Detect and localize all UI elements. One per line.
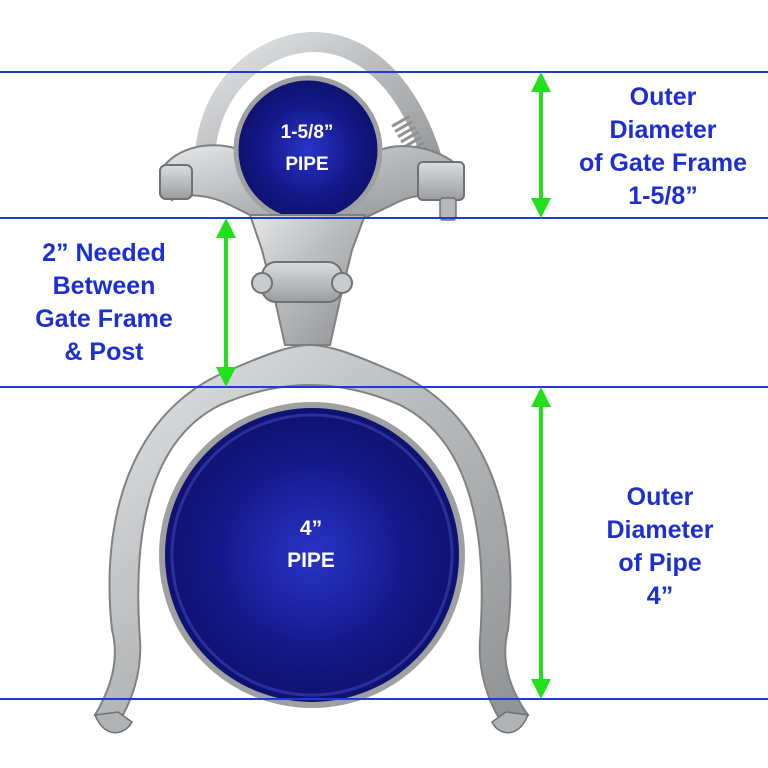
small-pipe-label: 1-5/8” PIPE bbox=[246, 117, 368, 181]
pipe-label-line: Outer bbox=[626, 483, 694, 511]
gate-label-line: Diameter bbox=[609, 116, 717, 144]
gap-dimension-arrow bbox=[216, 218, 236, 387]
gate-label-line: 1-5/8” bbox=[628, 182, 698, 210]
bolt-tip bbox=[439, 197, 457, 221]
clamp-left-flare bbox=[93, 711, 133, 734]
gap-label-line: & Post bbox=[64, 338, 144, 366]
large-pipe-rim bbox=[170, 413, 454, 697]
large-pipe bbox=[159, 402, 465, 708]
gate-label-line: Outer bbox=[629, 83, 697, 111]
u-bolt bbox=[194, 31, 450, 200]
gate-frame-dimension-arrow bbox=[531, 72, 551, 218]
small-pipe-word: PIPE bbox=[285, 154, 329, 175]
hinge-rivet-right bbox=[331, 272, 353, 294]
hinge-rivet-left bbox=[251, 272, 273, 294]
pipe-diameter-label: Outer Diameter of Pipe 4” bbox=[565, 481, 755, 613]
small-pipe-size: 1-5/8” bbox=[280, 122, 334, 143]
large-pipe-size: 4” bbox=[299, 517, 323, 540]
gap-needed-label: 2” Needed Between Gate Frame & Post bbox=[4, 237, 204, 369]
left-nut bbox=[159, 164, 193, 200]
gap-label-line: Gate Frame bbox=[35, 305, 173, 333]
right-nut bbox=[417, 161, 465, 201]
large-pipe-label: 4” PIPE bbox=[236, 513, 386, 577]
pipe-label-line: of Pipe bbox=[618, 549, 702, 577]
pipe-dimension-arrow bbox=[531, 387, 551, 699]
gap-label-line: 2” Needed bbox=[42, 239, 166, 267]
large-pipe-word: PIPE bbox=[287, 549, 335, 572]
clamp-right-flare bbox=[491, 711, 530, 734]
pipe-label-line: Diameter bbox=[606, 516, 714, 544]
gap-label-line: Between bbox=[52, 272, 156, 300]
gate-label-line: of Gate Frame bbox=[578, 149, 748, 177]
gate-frame-diameter-label: Outer Diameter of Gate Frame 1-5/8” bbox=[568, 81, 758, 213]
hinge-knuckle bbox=[261, 261, 343, 303]
pipe-label-line: 4” bbox=[646, 582, 674, 610]
